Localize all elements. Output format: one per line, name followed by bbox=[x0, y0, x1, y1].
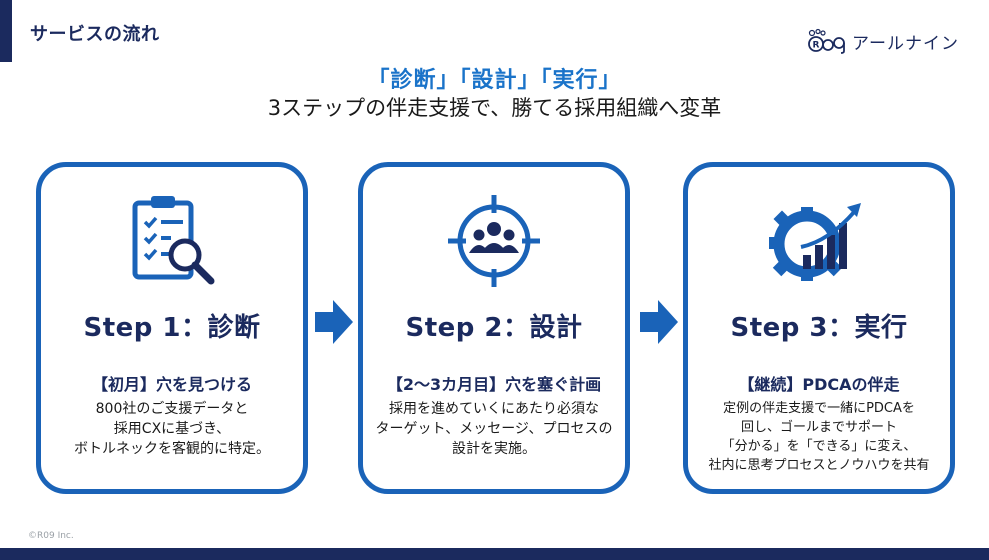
step-description-line: 社内に思考プロセスとノウハウを共有 bbox=[708, 458, 930, 473]
next-arrow-icon bbox=[315, 300, 355, 348]
step-card-3: Step 3：実行 【継続】PDCAの伴走 定例の伴走支援で一緒にPDCAを 回… bbox=[683, 162, 955, 494]
step-title: Step 3：実行 bbox=[730, 313, 908, 343]
logo-text: アールナイン bbox=[852, 33, 959, 54]
headline: 「診断」「設計」「実行」 bbox=[367, 68, 622, 93]
step-description: 800社のご支援データと 採用CXに基づき、 ボトルネックを客観的に特定。 bbox=[51, 399, 293, 459]
step-card-2: Step 2：設計 【2～3カ月目】穴を塞ぐ計画 採用を進めていくにあたり必須な… bbox=[358, 162, 630, 494]
step-subtitle: 【初月】穴を見つける bbox=[91, 375, 252, 394]
clipboard-magnifier-icon bbox=[41, 189, 303, 289]
gear-growth-chart-icon bbox=[688, 189, 950, 289]
step-description-line: 「分かる」を「できる」に変え、 bbox=[721, 439, 917, 454]
company-logo: R アールナイン bbox=[806, 28, 959, 54]
step-description-line: ボトルネックを客観的に特定。 bbox=[74, 441, 270, 457]
step-title: Step 2：設計 bbox=[405, 313, 583, 343]
svg-text:R: R bbox=[813, 41, 820, 51]
step-description-line: 設計を実施。 bbox=[452, 441, 536, 457]
page-title: サービスの流れ bbox=[30, 24, 160, 45]
step-description: 定例の伴走支援で一緒にPDCAを 回し、ゴールまでサポート 「分かる」を「できる… bbox=[698, 399, 940, 475]
step-description-line: 800社のご支援データと bbox=[95, 401, 249, 417]
step-subtitle: 【継続】PDCAの伴走 bbox=[738, 375, 900, 394]
step-description-line: 定例の伴走支援で一緒にPDCAを bbox=[723, 401, 915, 416]
step-description-line: 採用CXに基づき、 bbox=[113, 421, 231, 437]
logo-mark-icon: R bbox=[808, 28, 845, 54]
step-card-1: Step 1：診断 【初月】穴を見つける 800社のご支援データと 採用CXに基… bbox=[36, 162, 308, 494]
step-subtitle: 【2～3カ月目】穴を塞ぐ計画 bbox=[386, 375, 602, 394]
target-team-icon bbox=[363, 189, 625, 289]
subheadline: 3ステップの伴走支援で、勝てる採用組織へ変革 bbox=[267, 96, 722, 120]
footer-bar bbox=[0, 548, 989, 560]
header-accent-bar bbox=[0, 0, 12, 62]
step-description: 採用を進めていくにあたり必須な ターゲット、メッセージ、プロセスの 設計を実施。 bbox=[373, 399, 615, 459]
step-title: Step 1：診断 bbox=[83, 313, 261, 343]
step-description-line: ターゲット、メッセージ、プロセスの bbox=[375, 421, 613, 437]
copyright-text: ©R09 Inc. bbox=[28, 531, 74, 541]
step-description-line: 採用を進めていくにあたり必須な bbox=[389, 401, 599, 417]
next-arrow-icon bbox=[640, 300, 680, 348]
step-description-line: 回し、ゴールまでサポート bbox=[740, 420, 897, 435]
